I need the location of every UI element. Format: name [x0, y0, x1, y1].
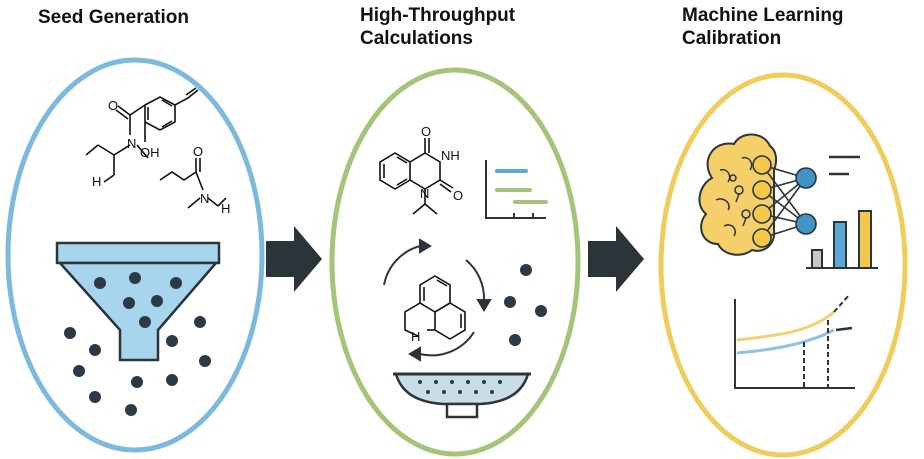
stage-title-ml-calibration: Machine Learning Calibration: [682, 4, 844, 50]
mini-chart-icon: [485, 160, 548, 219]
stage-ml-calibration: [658, 72, 908, 458]
bar-chart-icon: [806, 210, 878, 269]
atom-label-h: H: [411, 329, 420, 344]
seed-particles: [64, 316, 211, 416]
atom-label-n: N: [200, 191, 209, 206]
stage-high-throughput: O NH O N: [329, 67, 581, 457]
atom-label-o: O: [421, 124, 431, 139]
candidate-particles: [504, 264, 547, 346]
flow-arrow-icon: [588, 226, 644, 292]
stage-title-line: Calibration: [682, 28, 782, 49]
stage-outline: [329, 67, 581, 457]
atom-label-h: H: [221, 201, 230, 216]
calibration-chart-icon: [734, 293, 855, 389]
molecule-quinazolinedione-icon: [379, 138, 454, 215]
funnel-icon: [55, 241, 221, 362]
molecule-benzamide-icon: [85, 87, 199, 183]
atom-label-o: O: [193, 144, 203, 159]
atom-label-h: H: [92, 174, 101, 189]
recycle-arrows-icon: [383, 238, 492, 362]
stage-seed-generation: O N OH H O N H: [5, 57, 265, 453]
atom-label-oh: OH: [140, 145, 160, 160]
molecule-amide-icon: [159, 158, 227, 209]
stage-title-line: High-Throughput: [360, 5, 516, 26]
stage-title-high-throughput: High-Throughput Calculations: [360, 4, 515, 50]
atom-label-o: O: [108, 98, 118, 113]
stage-title-line: Machine Learning: [682, 5, 844, 26]
flow-arrow-icon: [266, 226, 322, 292]
stage-title-line: Calculations: [360, 28, 473, 49]
atom-label-o: O: [453, 188, 463, 203]
molecule-phenalene-icon: [404, 275, 466, 340]
stage-title-line: Seed Generation: [38, 7, 189, 28]
stage-title-seed-generation: Seed Generation: [38, 6, 189, 29]
neural-network-icon: [752, 155, 860, 248]
atom-label-n: N: [127, 136, 136, 151]
atom-label-nh: NH: [441, 148, 460, 163]
sieve-icon: [393, 372, 531, 419]
atom-label-n: N: [420, 186, 429, 201]
